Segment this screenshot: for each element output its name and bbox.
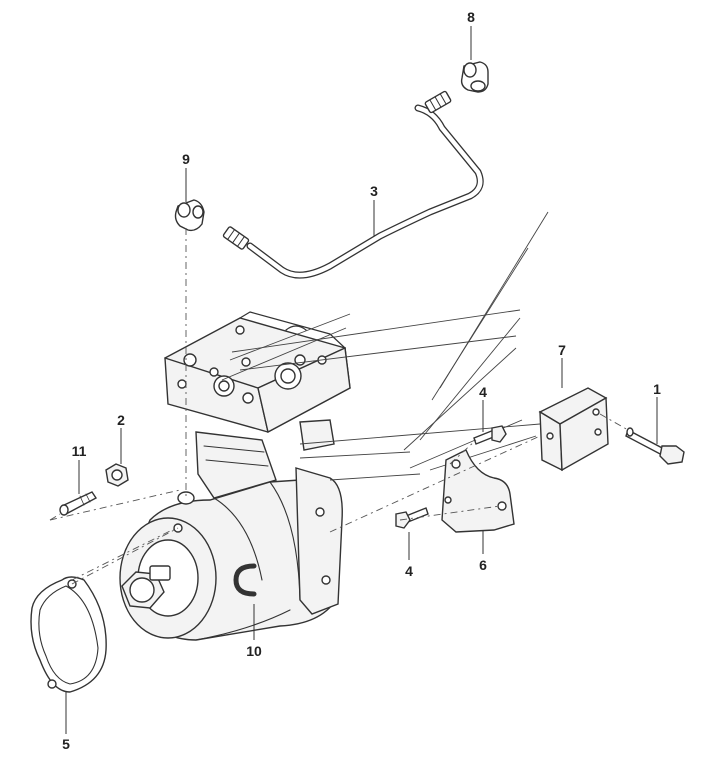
part-9-elbow-fitting (174, 199, 205, 232)
callout-2: 2 (117, 412, 125, 428)
leader-lines (65, 26, 658, 734)
part-7-spacer-block (538, 387, 609, 472)
callout-7: 7 (558, 342, 566, 358)
part-8-elbow-fitting (460, 61, 489, 93)
callout-labels: 1 2 3 4 4 5 6 7 8 9 10 11 (62, 9, 661, 752)
part-10-air-compressor (119, 311, 351, 641)
part-4-bolt-upper (473, 425, 507, 445)
callout-8: 8 (467, 9, 475, 25)
part-3-air-line-tube (222, 90, 484, 279)
callout-11: 11 (72, 443, 87, 459)
callout-4-lower: 4 (405, 563, 413, 579)
part-6-bracket-plate (441, 449, 515, 533)
part-5-gasket (30, 576, 107, 693)
callout-10: 10 (246, 643, 262, 659)
callout-6: 6 (479, 557, 487, 573)
callout-4-upper: 4 (479, 384, 487, 400)
callout-9: 9 (182, 151, 190, 167)
callout-5: 5 (62, 736, 70, 752)
centre-lines (49, 228, 629, 585)
part-1-bolt (625, 427, 685, 465)
callout-3: 3 (370, 183, 378, 199)
part-11-stud (59, 491, 98, 516)
callout-1: 1 (653, 381, 661, 397)
part-2-nut (105, 463, 129, 487)
